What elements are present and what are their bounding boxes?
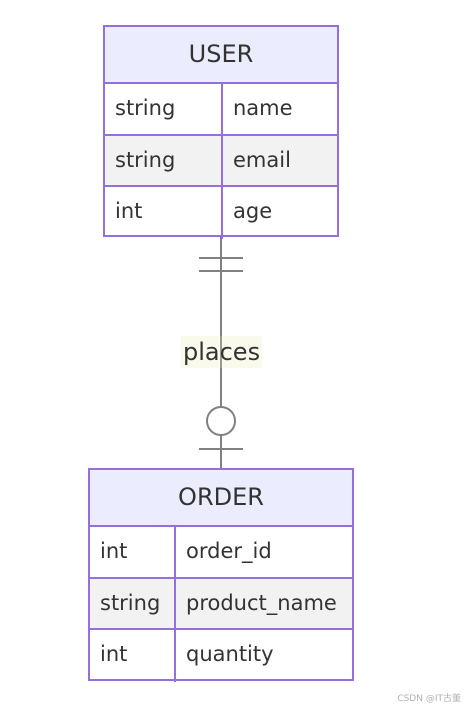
attribute-type: int (90, 527, 176, 577)
attribute-type: string (105, 84, 223, 134)
relationship-label: places (181, 336, 263, 368)
attribute-row: int age (105, 187, 337, 239)
attribute-name: product_name (186, 590, 337, 615)
entity-title: USER (105, 27, 337, 84)
attribute-name: name (233, 96, 293, 120)
entity-title: ORDER (90, 470, 352, 527)
attribute-row: int order_id (90, 527, 352, 579)
zero-marker-circle (206, 406, 236, 436)
attribute-type: string (105, 135, 223, 185)
attribute-row: string name (105, 84, 337, 136)
attribute-row: string product_name (90, 578, 352, 630)
attribute-name: email (233, 147, 291, 172)
order-entity: ORDER int order_id string product_name i… (88, 468, 354, 682)
watermark: CSDN @IT古董 (397, 694, 461, 704)
attribute-type: string (90, 578, 176, 628)
attribute-row: int quantity (90, 630, 352, 682)
attribute-type: int (90, 630, 176, 682)
attribute-row: string email (105, 135, 337, 187)
attribute-name: order_id (186, 539, 272, 563)
attribute-name: quantity (186, 642, 274, 666)
attribute-name: age (233, 199, 273, 223)
attribute-type: int (105, 187, 223, 239)
user-entity: USER string name string email int age (103, 25, 339, 239)
